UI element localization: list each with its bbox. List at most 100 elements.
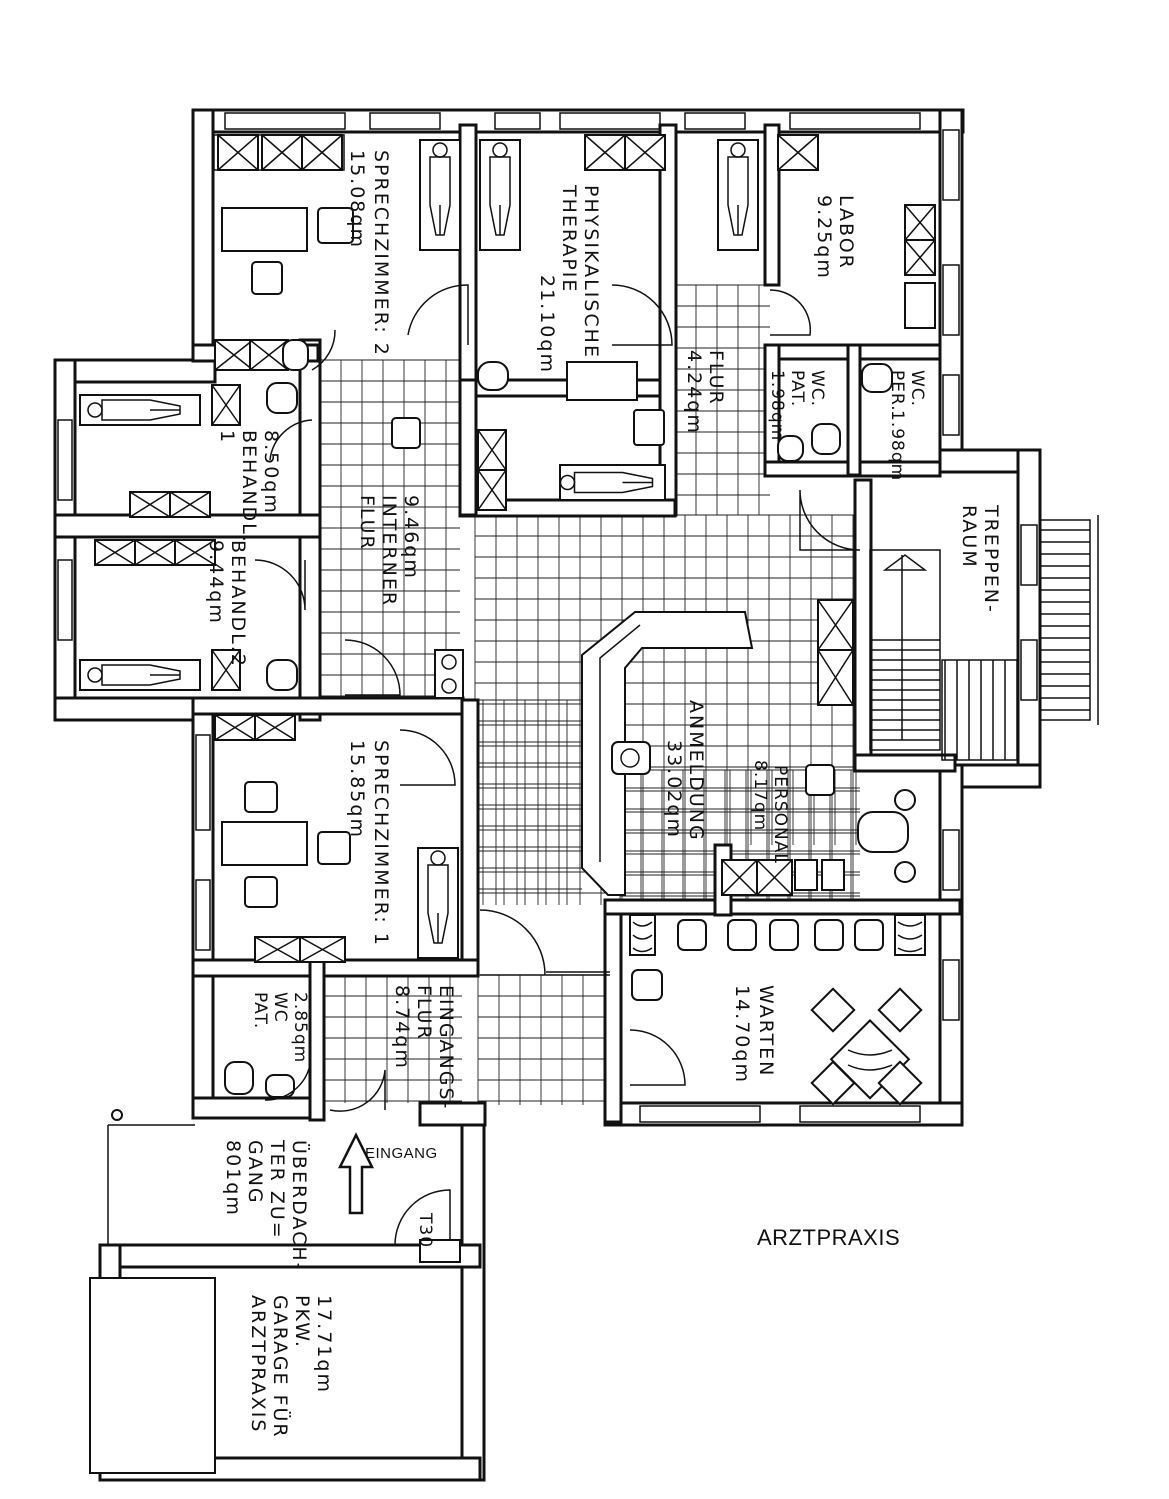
cabinet [134,539,176,566]
cabinet [254,714,296,741]
room-label-physikalische-therapie: PHYSIKALISCHE THERAPIE 21.10qm [536,184,602,374]
svg-text:T30: T30 [415,1212,435,1248]
entrance-label: EINGANG [365,1145,438,1162]
entrance-arrow-icon [337,1132,375,1215]
svg-text:PAT.: PAT. [250,992,270,1029]
cabinet [624,134,666,171]
svg-text:PHYSIKALISCHE: PHYSIKALISCHE [580,185,602,359]
reception-counter [581,611,754,896]
cabinet [584,134,626,171]
svg-text:9.46qm: 9.46qm [400,495,422,580]
cabinet [129,491,171,518]
svg-text:BEHANDL.2: BEHANDL.2 [227,540,249,668]
room-label-flur: FLUR 4.24qm [683,350,727,435]
svg-text:8.74qm: 8.74qm [391,985,413,1070]
svg-text:33.02qm: 33.02qm [663,740,685,839]
staircase [869,549,1018,761]
furniture [89,207,936,1474]
svg-text:9.25qm: 9.25qm [813,195,835,280]
room-label-sprechzimmer-2: SPRECHZIMMER: 2 15.08qm [346,150,392,357]
svg-text:PKW.: PKW. [291,1295,313,1349]
svg-text:RAUM: RAUM [958,505,980,569]
svg-text:LABOR: LABOR [835,195,857,270]
room-label-wc-per: WC. PER. 1.98qm [887,370,927,481]
cabinet [817,599,854,651]
svg-text:FLUR: FLUR [356,495,378,551]
room-label-sprechzimmer-1: SPRECHZIMMER: 1 15.85qm [346,740,392,947]
cabinet [904,239,936,276]
cabinet [904,204,936,241]
cabinets [94,134,936,963]
svg-text:WC: WC [270,992,290,1023]
svg-text:9.44qm: 9.44qm [205,540,227,625]
cabinet [249,339,289,371]
svg-text:ÜBERDACH-: ÜBERDACH- [288,1140,311,1272]
svg-text:GANG: GANG [244,1140,266,1205]
room-label-interner-flur: 9.46qm INTERNER FLUR [356,495,422,607]
svg-text:PAT.: PAT. [787,370,807,407]
svg-text:2.85qm: 2.85qm [290,992,310,1063]
cabinet [254,936,301,963]
receptionist-figure [611,741,651,775]
cabinet [477,429,507,471]
room-label-eingangsflur: EINGANGS- FLUR 8.74qm [391,985,457,1110]
treatment-table [717,139,759,251]
svg-text:SPRECHZIMMER: 2: SPRECHZIMMER: 2 [370,150,392,357]
svg-text:SPRECHZIMMER: 1: SPRECHZIMMER: 1 [370,740,392,947]
room-label-garage: 17.71qm PKW. GARAGE FÜR ARZTPRAXIS [247,1295,335,1439]
cabinet [217,134,259,171]
svg-text:8.17qm: 8.17qm [750,760,770,831]
svg-text:1.98qm: 1.98qm [887,410,907,481]
room-label-wc-pat-2: WC PAT. 2.85qm [250,992,310,1063]
room-label-behandl-2: BEHANDL.2 9.44qm [205,540,249,668]
svg-text:PER.: PER. [887,370,907,412]
svg-text:1.98qm: 1.98qm [767,370,787,441]
svg-text:15.85qm: 15.85qm [346,740,368,839]
cabinet [477,469,507,511]
room-label-labor: LABOR 9.25qm [813,195,857,280]
svg-text:TREPPEN-: TREPPEN- [980,504,1002,614]
svg-text:TER ZU=: TER ZU= [266,1139,288,1240]
svg-text:ANMELDUNG: ANMELDUNG [685,700,707,842]
cabinet [174,539,216,566]
svg-text:ARZTPRAXIS: ARZTPRAXIS [247,1295,269,1433]
plan-title: ARZTPRAXIS [757,1225,900,1250]
svg-text:1: 1 [216,430,238,444]
svg-text:WARTEN: WARTEN [755,985,777,1077]
cabinet [214,714,256,741]
treatment-table [417,847,459,959]
cabinet [211,384,241,426]
room-label-ueberdachter-zugang: ÜBERDACH- TER ZU= GANG 801qm [222,1139,311,1272]
svg-text:WC.: WC. [907,370,927,407]
cabinet [211,649,241,691]
svg-text:14.70qm: 14.70qm [731,985,753,1084]
room-label-personal: PERSONAL 8.17qm [750,760,790,864]
svg-text:BEHANDL.: BEHANDL. [238,430,260,544]
door-rating-label: T30 [415,1212,435,1248]
cabinet [777,134,819,171]
misc-marks [107,1109,461,1263]
doors [254,284,861,1246]
svg-text:FLUR: FLUR [413,985,435,1041]
exterior-stair [1039,515,1099,725]
room-label-warten: WARTEN 14.70qm [731,985,777,1084]
cabinet [169,491,211,518]
room-labels: SPRECHZIMMER: 2 15.08qm PHYSIKALISCHE TH… [205,150,1002,1439]
room-label-anmeldung: ANMELDUNG 33.02qm [663,700,707,842]
cabinet [214,339,254,371]
cabinet [817,649,854,706]
room-label-treppenraum: TREPPEN- RAUM [958,504,1002,614]
svg-text:17.71qm: 17.71qm [313,1295,335,1394]
svg-text:INTERNER: INTERNER [378,495,400,607]
svg-text:GARAGE FÜR: GARAGE FÜR [269,1295,292,1439]
cabinet [756,859,793,896]
svg-text:801qm: 801qm [222,1140,244,1217]
treatment-table [559,464,666,501]
svg-text:THERAPIE: THERAPIE [558,184,580,293]
svg-text:PERSONAL: PERSONAL [770,765,790,864]
cabinet [721,859,758,896]
treatment-table [79,659,201,691]
treatment-table [479,139,521,251]
